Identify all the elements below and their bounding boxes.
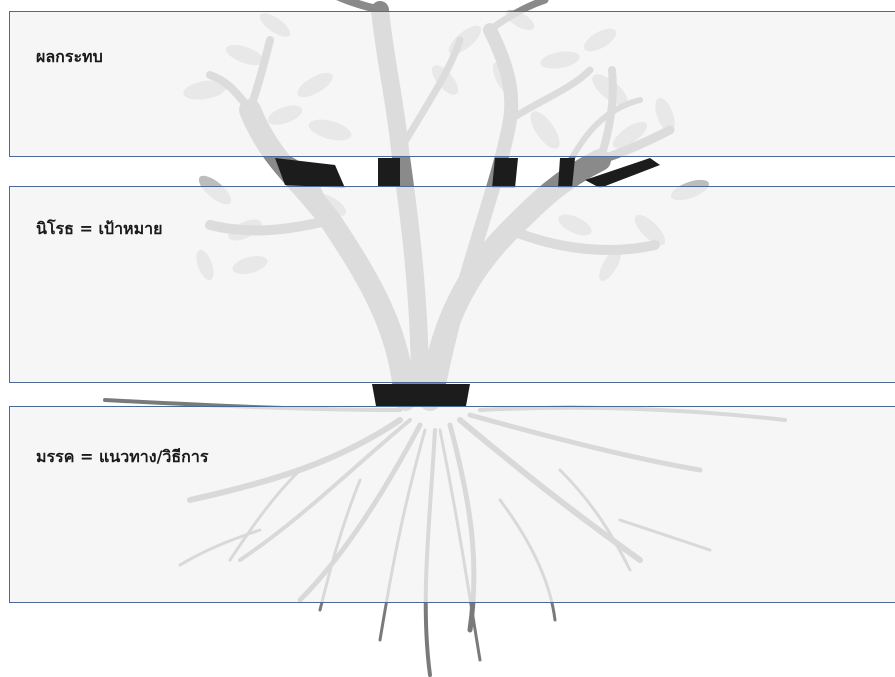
- band-label-impact: ผลกระทบ: [36, 47, 103, 66]
- band-label-goal: นิโรธ = เป้าหมาย: [36, 219, 163, 238]
- band-impact: ผลกระทบ: [9, 11, 895, 157]
- band-goal: นิโรธ = เป้าหมาย: [9, 186, 895, 383]
- band-path: มรรค = แนวทาง/วิธีการ: [9, 406, 895, 603]
- tree-dark-accents: [275, 158, 660, 406]
- band-label-path: มรรค = แนวทาง/วิธีการ: [36, 447, 209, 466]
